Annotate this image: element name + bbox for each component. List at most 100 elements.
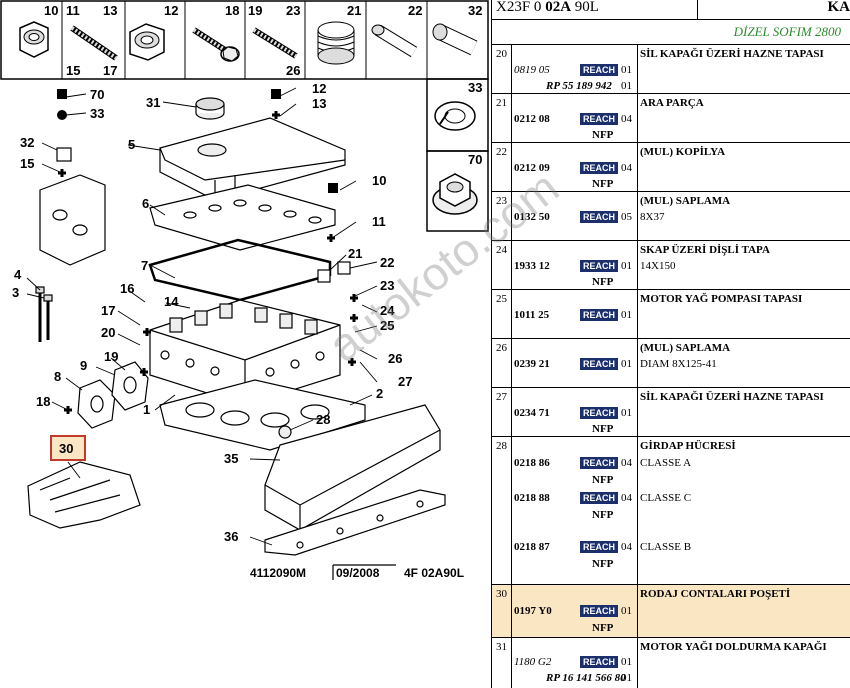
part-row-28[interactable]: 28 GİRDAP HÜCRESİ 0218 86 REACH 04 CLASS… — [492, 436, 850, 585]
nfp-flag: NFP — [592, 558, 614, 570]
hex-nut-icon — [129, 23, 165, 61]
part-number[interactable]: 0239 21 — [514, 358, 550, 370]
row-spec: DIAM 8X125-41 — [640, 358, 717, 370]
part-number[interactable]: 0132 50 — [514, 211, 550, 223]
quantity: 01 — [621, 672, 632, 684]
strip-label-12: 12 — [164, 3, 178, 18]
nfp-flag: NFP — [592, 622, 614, 634]
part-row-25[interactable]: 25 MOTOR YAĞ POMPASI TAPASI 1011 25 REAC… — [492, 289, 850, 339]
row-description: RODAJ CONTALARI POŞETİ — [640, 588, 791, 600]
part-row-20[interactable]: 20 SİL KAPAĞI ÜZERİ HAZNE TAPASI 0819 05… — [492, 44, 850, 94]
row-number: 30 — [496, 588, 507, 600]
callout-8: 8 — [54, 369, 61, 384]
callout-10: 10 — [372, 173, 386, 188]
row-description: SKAP ÜZERİ DİŞLİ TAPA — [640, 244, 770, 256]
reach-badge: REACH — [580, 358, 618, 370]
callout-12: 12 — [312, 81, 326, 96]
reach-badge: REACH — [580, 211, 618, 223]
part-row-22[interactable]: 22 (MUL) KOPİLYA 0212 09 REACH 04 NFP — [492, 142, 850, 192]
reach-badge: REACH — [580, 457, 618, 469]
part-number[interactable]: 0819 05 — [514, 64, 550, 76]
strip-label-32: 32 — [468, 3, 482, 18]
row-description: (MUL) SAPLAMA — [640, 342, 731, 354]
nfp-flag: NFP — [592, 423, 614, 435]
part-row-30[interactable]: 30 RODAJ CONTALARI POŞETİ 0197 Y0 REACH … — [492, 584, 850, 638]
reference-code: X23F 0 02A 90L — [496, 0, 599, 16]
cylinder-head — [149, 299, 341, 406]
strip-label-70: 70 — [468, 152, 482, 167]
quantity: 01 — [621, 309, 632, 321]
small-gaskets — [77, 361, 149, 429]
pin-icon — [371, 24, 418, 58]
callout-31: 31 — [146, 95, 160, 110]
footer-ref: 4112090M — [250, 566, 306, 580]
row-description: SİL KAPAĞI ÜZERİ HAZNE TAPASI — [640, 48, 824, 60]
header-bar: X23F 0 02A 90L KA — [492, 0, 850, 20]
fastener-strip: 10 11 13 15 17 12 18 19 — [0, 0, 489, 232]
part-number[interactable]: 1180 G2 — [514, 656, 552, 668]
row-description: GİRDAP HÜCRESİ — [640, 440, 736, 452]
part-number[interactable]: 1933 12 — [514, 260, 550, 272]
part-number[interactable]: 0197 Y0 — [514, 605, 552, 617]
callout-leaders — [26, 87, 378, 546]
row-description: MOTOR YAĞI DOLDURMA KAPAĞI — [640, 641, 827, 653]
callout-23: 23 — [380, 278, 394, 293]
reach-badge: REACH — [580, 605, 618, 617]
strip-label-19: 19 — [248, 3, 262, 18]
stud-icon — [252, 27, 298, 59]
quantity: 04 — [621, 162, 632, 174]
strip-label-33: 33 — [468, 80, 482, 95]
part-number[interactable]: 0218 88 — [514, 492, 550, 504]
part-number[interactable]: 0212 09 — [514, 162, 550, 174]
strip-label-17: 17 — [103, 63, 117, 78]
reach-badge: REACH — [580, 309, 618, 321]
reach-badge: REACH — [580, 541, 618, 553]
part-row-23[interactable]: 23 (MUL) SAPLAMA 8X37 0132 50 REACH 05 — [492, 191, 850, 241]
legend-markers — [57, 89, 358, 414]
part-row-24[interactable]: 24 SKAP ÜZERİ DİŞLİ TAPA 14X150 1933 12 … — [492, 240, 850, 290]
callout-30-highlight — [50, 435, 86, 461]
rp-reference[interactable]: RP 16 141 566 80 — [546, 672, 626, 684]
part-row-26[interactable]: 26 (MUL) SAPLAMA DIAM 8X125-41 0239 21 R… — [492, 338, 850, 388]
part-number[interactable]: 0212 08 — [514, 113, 550, 125]
reach-badge: REACH — [580, 492, 618, 504]
callout-26: 26 — [388, 351, 402, 366]
part-number[interactable]: 1011 25 — [514, 309, 550, 321]
callout-11: 11 — [372, 214, 386, 229]
row-number: 20 — [496, 48, 507, 60]
callout-3: 3 — [12, 285, 19, 300]
callout-7: 7 — [141, 258, 148, 273]
row-spec: CLASSE A — [640, 457, 692, 469]
spring-washer-icon — [434, 101, 476, 131]
strip-label-22: 22 — [408, 3, 422, 18]
row-spec: 14X150 — [640, 260, 676, 272]
callout-numbers: 70 33 31 12 13 32 5 15 10 6 11 7 21 22 4… — [12, 81, 412, 544]
cover-gasket — [149, 184, 336, 251]
part-number[interactable]: 0218 86 — [514, 457, 550, 469]
part-row-27[interactable]: 27 SİL KAPAĞI ÜZERİ HAZNE TAPASI 0234 71… — [492, 387, 850, 437]
callout-21: 21 — [348, 246, 362, 261]
engine-label: DİZEL SOFIM 2800 — [733, 24, 841, 39]
part-row-31[interactable]: 31 MOTOR YAĞI DOLDURMA KAPAĞI 1180 G2 RE… — [492, 637, 850, 688]
part-number[interactable]: 0234 71 — [514, 407, 550, 419]
row-spec: CLASSE B — [640, 541, 692, 553]
callout-4: 4 — [14, 267, 22, 282]
rp-reference[interactable]: RP 55 189 942 — [546, 80, 612, 92]
flange-nut-icon — [432, 173, 478, 215]
header-right-cell: KA — [697, 0, 850, 19]
row-description: ARA PARÇA — [640, 97, 704, 109]
quantity: 01 — [621, 605, 632, 617]
callout-20: 20 — [101, 325, 115, 340]
part-number[interactable]: 0218 87 — [514, 541, 550, 553]
row-number: 27 — [496, 391, 507, 403]
callout-18: 18 — [36, 394, 50, 409]
callout-5: 5 — [128, 137, 135, 152]
nfp-flag: NFP — [592, 276, 614, 288]
row-number: 25 — [496, 293, 507, 305]
quantity: 04 — [621, 113, 632, 125]
callout-6: 6 — [142, 196, 149, 211]
callout-1: 1 — [143, 402, 150, 417]
part-row-21[interactable]: 21 ARA PARÇA 0212 08 REACH 04 NFP — [492, 93, 850, 143]
hex-nut-icon — [19, 21, 49, 58]
strip-label-13: 13 — [103, 3, 117, 18]
